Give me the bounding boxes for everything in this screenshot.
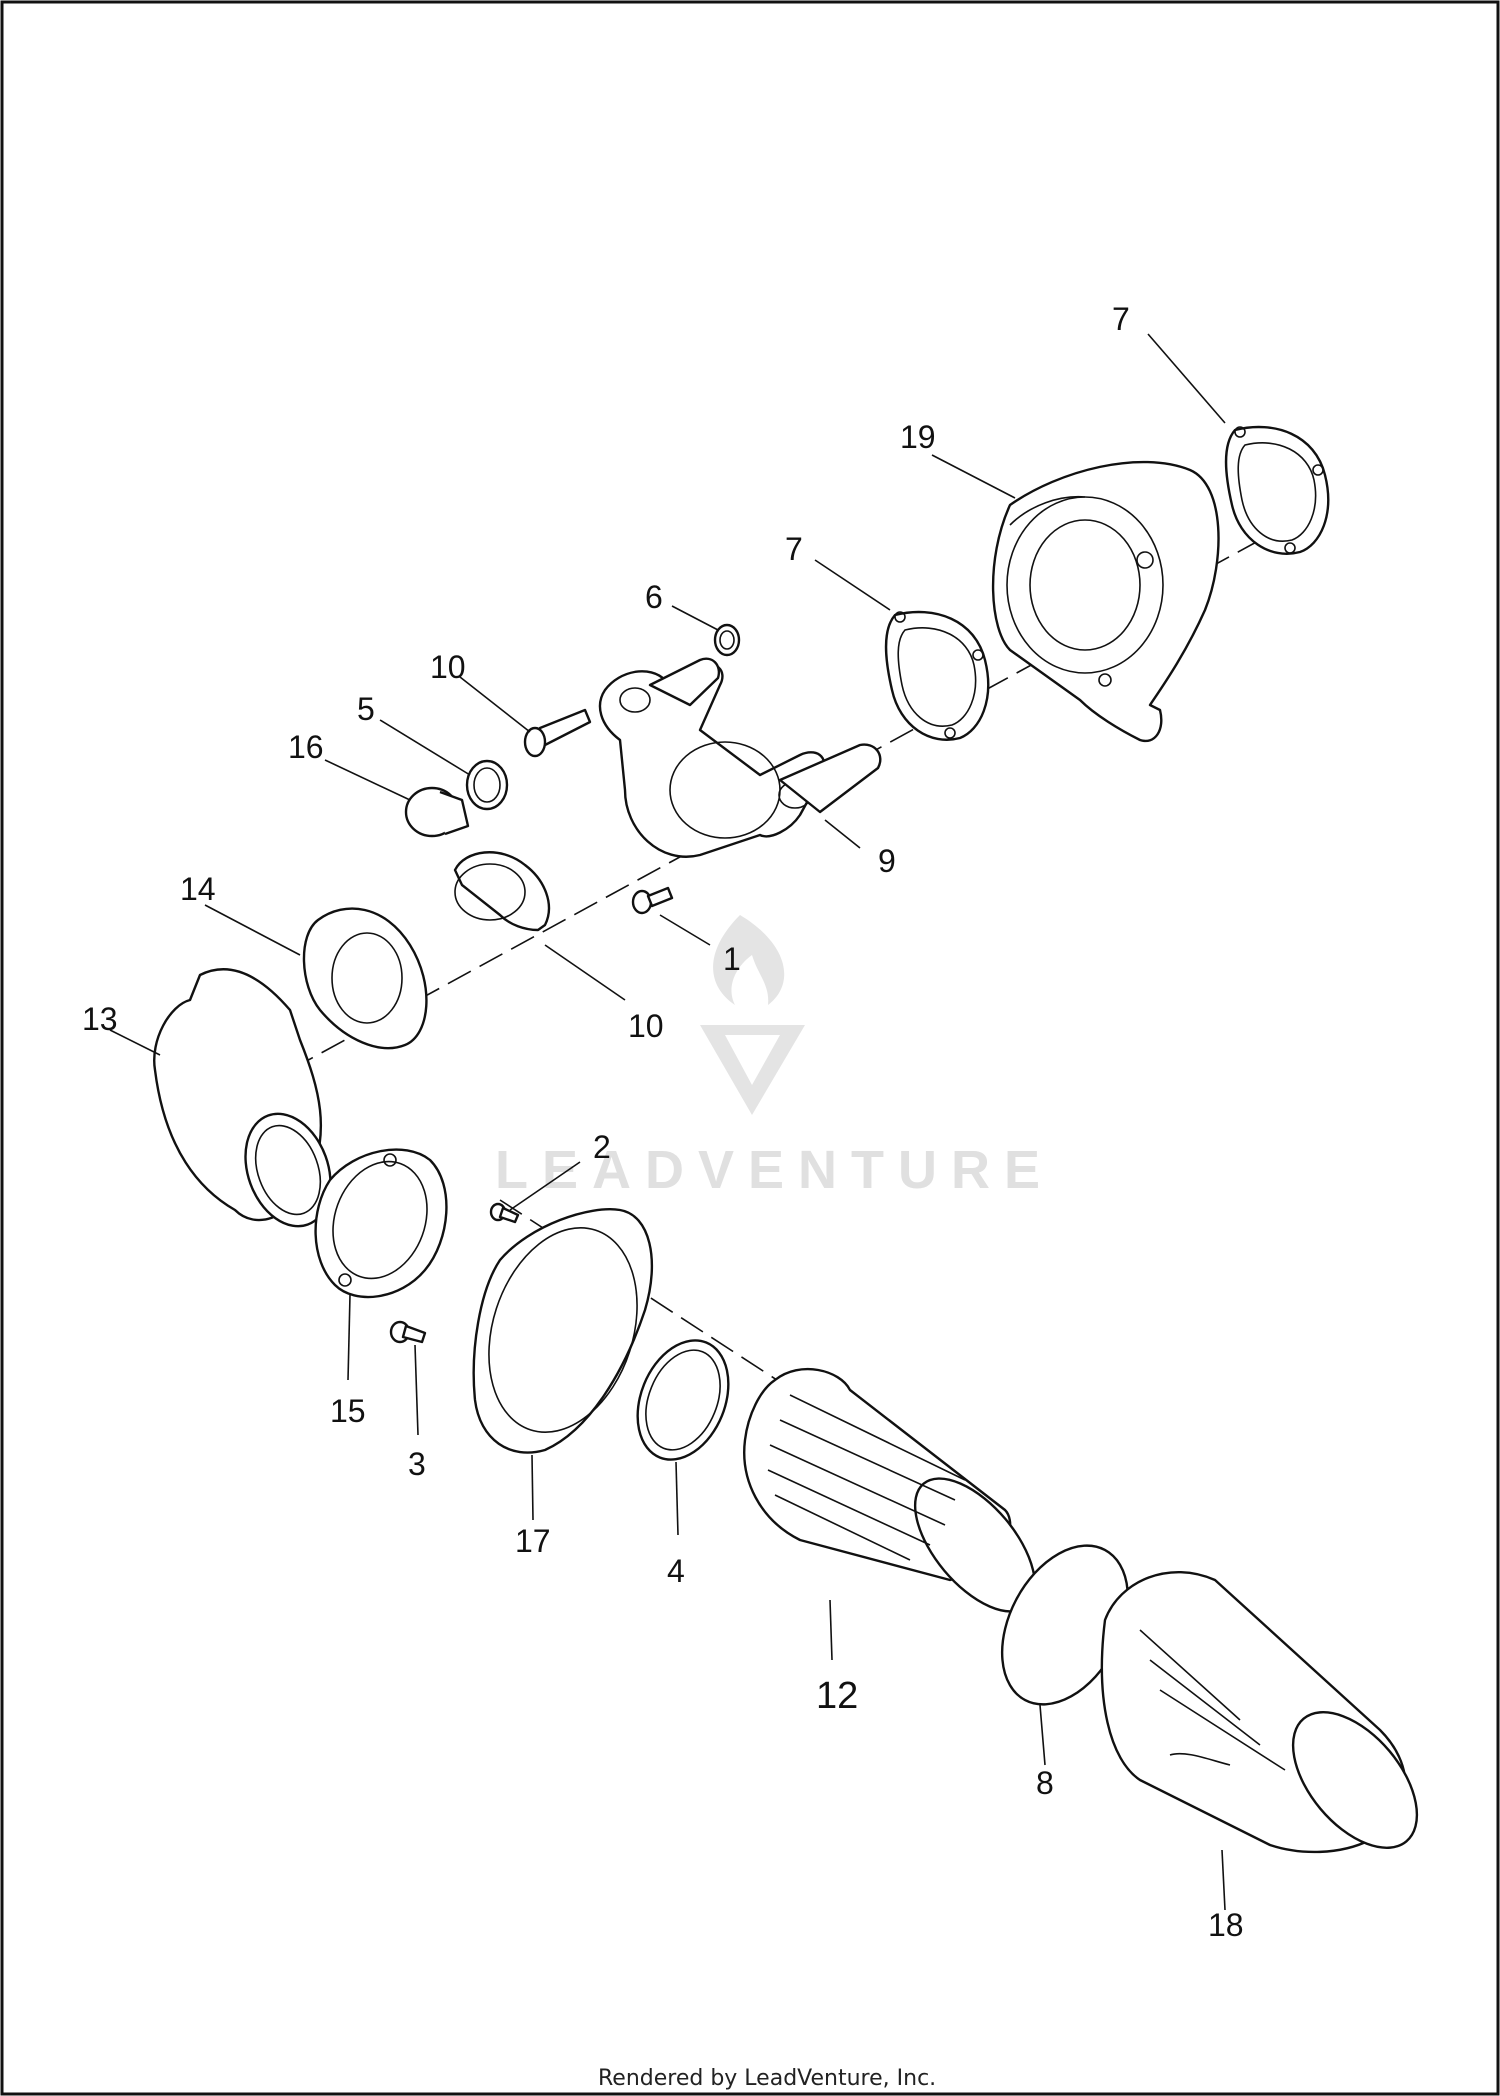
part-14-gasket bbox=[302, 907, 428, 1050]
part-15-flange bbox=[314, 1148, 448, 1299]
callout-11: 10 bbox=[430, 649, 466, 685]
part-5-o-ring bbox=[465, 759, 509, 811]
part-7-gasket-upper bbox=[1224, 425, 1330, 555]
callout-2: 2 bbox=[593, 1129, 611, 1165]
part-2-screw bbox=[489, 1202, 520, 1224]
callout-7-upper: 7 bbox=[1112, 301, 1130, 337]
part-4-band-clamp bbox=[636, 1339, 730, 1461]
watermark-v-icon bbox=[700, 1025, 805, 1115]
callout-7-lower: 7 bbox=[785, 531, 803, 567]
part-1-screw bbox=[631, 886, 674, 915]
callout-19: 19 bbox=[900, 419, 936, 455]
watermark-flame-icon bbox=[713, 915, 785, 1005]
part-9-breather-bracket bbox=[598, 657, 882, 858]
callouts: 7 19 7 6 10 5 16 9 14 1 10 13 2 15 3 17 … bbox=[82, 301, 1244, 1943]
part-11-screw bbox=[523, 708, 592, 758]
part-7-gasket-lower bbox=[884, 610, 990, 741]
callout-15: 15 bbox=[330, 1393, 366, 1429]
callout-18: 18 bbox=[1208, 1907, 1244, 1943]
callout-16: 16 bbox=[288, 729, 324, 765]
part-3-screw bbox=[389, 1320, 427, 1344]
callout-17: 17 bbox=[515, 1523, 551, 1559]
watermark-text: LEADVENTURE bbox=[495, 1140, 1054, 1200]
part-6-o-ring bbox=[713, 623, 741, 657]
footer-credit: Rendered by LeadVenture, Inc. bbox=[598, 2066, 936, 2091]
watermark: LEADVENTURE bbox=[495, 915, 1054, 1200]
callout-13: 13 bbox=[82, 1001, 118, 1037]
part-16-plug bbox=[404, 786, 470, 838]
callout-14: 14 bbox=[180, 871, 216, 907]
part-18-cover bbox=[1100, 1571, 1419, 1854]
callout-8: 8 bbox=[1036, 1765, 1054, 1801]
callout-9: 9 bbox=[878, 843, 896, 879]
part-17-seal-ring bbox=[472, 1208, 654, 1454]
callout-3: 3 bbox=[408, 1446, 426, 1482]
part-19-backplate bbox=[991, 460, 1220, 743]
leader-lines bbox=[109, 333, 1226, 1911]
part-12-filter-element bbox=[743, 1367, 1037, 1613]
callout-12: 12 bbox=[816, 1675, 858, 1717]
part-10-clamp bbox=[453, 851, 551, 932]
callout-10: 10 bbox=[628, 1008, 664, 1044]
callout-6: 6 bbox=[645, 579, 663, 615]
callout-5: 5 bbox=[357, 691, 375, 727]
part-13-elbow bbox=[153, 968, 332, 1228]
callout-1: 1 bbox=[723, 941, 741, 977]
callout-4: 4 bbox=[667, 1553, 685, 1589]
